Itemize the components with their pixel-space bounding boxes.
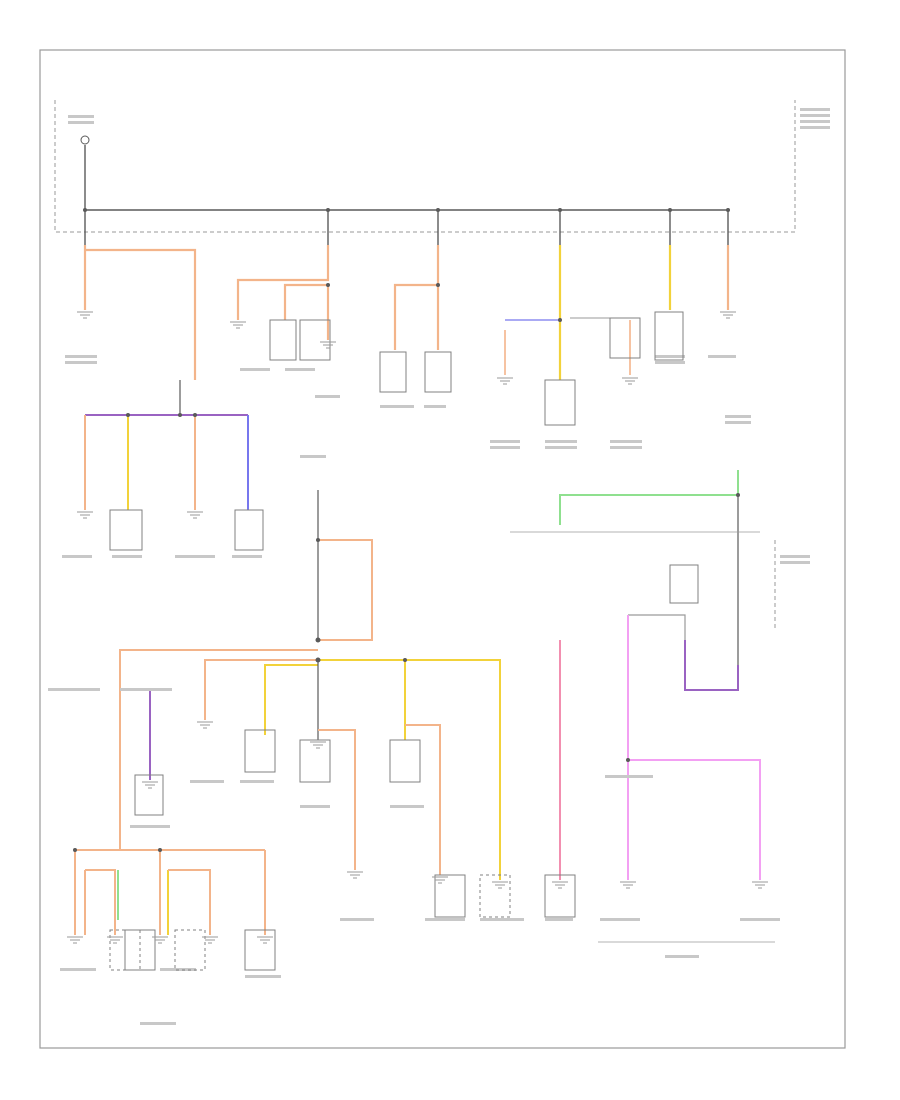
components-layer bbox=[109, 311, 699, 971]
top-branch-wires bbox=[83, 245, 730, 380]
component-c20 bbox=[174, 929, 206, 971]
component-c9 bbox=[134, 774, 164, 816]
ground-symbol bbox=[67, 936, 83, 944]
ground-symbol bbox=[197, 721, 213, 729]
component-c18 bbox=[244, 929, 276, 971]
component-c3 bbox=[424, 351, 452, 393]
ground-symbol bbox=[620, 881, 636, 889]
component-c15 bbox=[609, 317, 641, 359]
middle-left-wires bbox=[84, 380, 249, 510]
component-c7 bbox=[234, 509, 264, 551]
diagram-border bbox=[39, 49, 846, 1049]
ground-symbol bbox=[347, 871, 363, 879]
ground-symbol bbox=[552, 881, 568, 889]
relay-cluster-wires bbox=[74, 849, 266, 935]
ground-symbol bbox=[187, 511, 203, 519]
ground-symbol bbox=[320, 341, 336, 349]
label-marks bbox=[48, 108, 830, 1025]
component-c11 bbox=[299, 739, 331, 783]
grounds-layer bbox=[67, 311, 768, 944]
right-side-wires bbox=[510, 470, 775, 943]
ground-symbol bbox=[492, 881, 508, 889]
battery-terminal bbox=[80, 135, 90, 145]
ground-symbol bbox=[310, 741, 326, 749]
fuse-panel-outline bbox=[54, 100, 796, 233]
component-c5 bbox=[654, 311, 684, 361]
ground-symbol bbox=[257, 936, 273, 944]
ground-symbol bbox=[77, 511, 93, 519]
ground-symbol bbox=[497, 377, 513, 385]
component-c4 bbox=[544, 379, 576, 426]
ground-symbol bbox=[107, 936, 123, 944]
ground-symbol bbox=[230, 321, 246, 329]
component-c6 bbox=[109, 509, 143, 551]
component-c19 bbox=[109, 929, 141, 971]
ground-symbol bbox=[622, 377, 638, 385]
power-bus bbox=[84, 145, 729, 245]
ground-symbol bbox=[202, 936, 218, 944]
component-c2 bbox=[379, 351, 407, 393]
bus-splices bbox=[83, 208, 730, 212]
component-c13 bbox=[434, 874, 466, 918]
component-c14 bbox=[544, 874, 576, 918]
ground-symbol bbox=[77, 311, 93, 319]
component-c1 bbox=[269, 319, 297, 361]
ground-symbol bbox=[752, 881, 768, 889]
central-feed-wires bbox=[119, 490, 501, 880]
ground-symbol bbox=[432, 876, 448, 884]
component-c16 bbox=[299, 319, 331, 361]
component-c12 bbox=[389, 739, 421, 783]
component-c8 bbox=[669, 564, 699, 604]
ground-symbol bbox=[720, 311, 736, 319]
ground-symbol bbox=[152, 936, 168, 944]
component-c10 bbox=[244, 729, 276, 773]
ground-symbol bbox=[142, 781, 158, 789]
component-c21 bbox=[479, 874, 511, 918]
splice-points bbox=[73, 283, 740, 852]
